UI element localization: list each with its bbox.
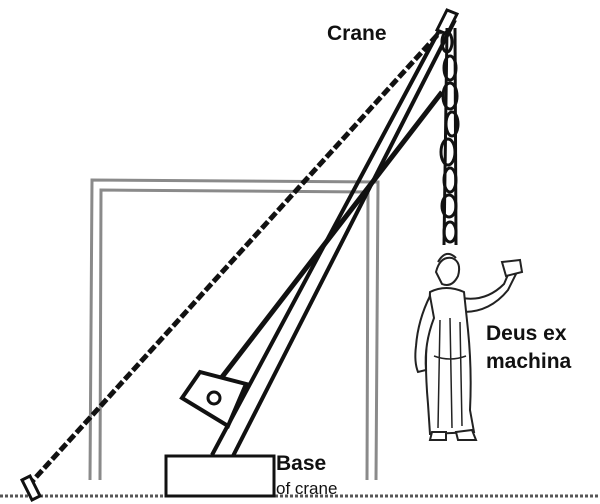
stage-frame-inner (98, 188, 370, 481)
chain-link (442, 166, 458, 194)
base-label-line1: Base (276, 452, 327, 475)
support-rope (26, 30, 442, 488)
chain-link (440, 30, 454, 54)
figure-helmet-crest (437, 252, 457, 263)
chain-link (442, 220, 458, 244)
chain-link (442, 54, 458, 82)
chain-link (444, 110, 460, 138)
crane-label: Crane (327, 22, 387, 45)
stage-frame (88, 178, 380, 481)
rope-stake (19, 473, 43, 503)
crane-base-block (164, 454, 276, 498)
winch-plate (179, 369, 249, 429)
chain-link (440, 193, 458, 219)
winch-rope (210, 90, 444, 392)
winch-plate-body (179, 369, 249, 429)
chain-line-left (442, 27, 449, 246)
figure-robe-folds (433, 317, 467, 429)
chain-link (441, 81, 459, 111)
deus-label-line2: machina (486, 350, 572, 373)
figure-foot-left (428, 431, 447, 441)
crane-arm-right (230, 19, 457, 459)
hanging-chain (439, 27, 460, 246)
figure-held-object (500, 258, 524, 278)
winch-pin (206, 390, 222, 406)
figure-head (434, 256, 461, 286)
chain-link (439, 137, 457, 167)
deus-label-line1: Deus ex (486, 322, 567, 345)
base-label-line2: of crane (276, 479, 338, 498)
figure-left-arm (414, 292, 436, 374)
stage-frame-outer (88, 178, 380, 481)
deus-figure (414, 252, 524, 441)
figure-foot-right (454, 428, 478, 441)
